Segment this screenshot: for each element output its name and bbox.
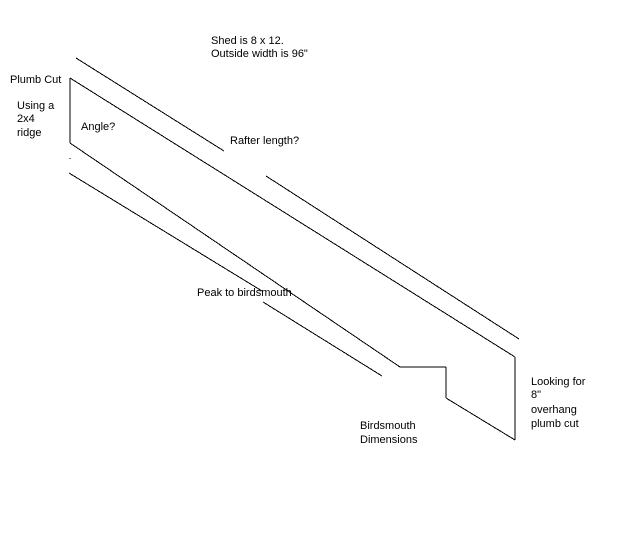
ridge-note-line2: 2x4	[17, 113, 35, 125]
rafter-length-label: Rafter length?	[230, 135, 299, 147]
birdsmouth-label-line1: Birdsmouth	[360, 420, 416, 432]
rafter-bottom-edge	[69, 142, 401, 368]
overhang-note-line3: overhang	[531, 404, 577, 416]
outside-width-note: Outside width is 96"	[211, 48, 308, 60]
overhang-bottom-edge	[445, 397, 516, 441]
overhang-note-line1: Looking for	[531, 376, 586, 388]
peak-to-birdsmouth-line-right	[262, 301, 383, 377]
angle-label: Angle?	[81, 121, 115, 133]
peak-to-birdsmouth-line-left	[68, 172, 263, 292]
rafter-length-dimension-line-left	[75, 57, 225, 152]
ridge-note-line3: ridge	[17, 127, 41, 139]
rafter-top-edge	[69, 77, 516, 358]
shed-size-note: Shed is 8 x 12.	[211, 35, 284, 47]
overhang-note-line2: 8"	[531, 389, 541, 401]
birdsmouth-label-line2: Dimensions	[360, 434, 418, 446]
ridge-note-line1: Using a	[17, 100, 55, 112]
rafter-length-dimension-line-right	[265, 175, 520, 340]
peak-to-birdsmouth-label: Peak to birdsmouth	[197, 287, 292, 299]
plumb-cut-label: Plumb Cut	[10, 74, 61, 86]
overhang-note-line4: plumb cut	[531, 418, 579, 430]
